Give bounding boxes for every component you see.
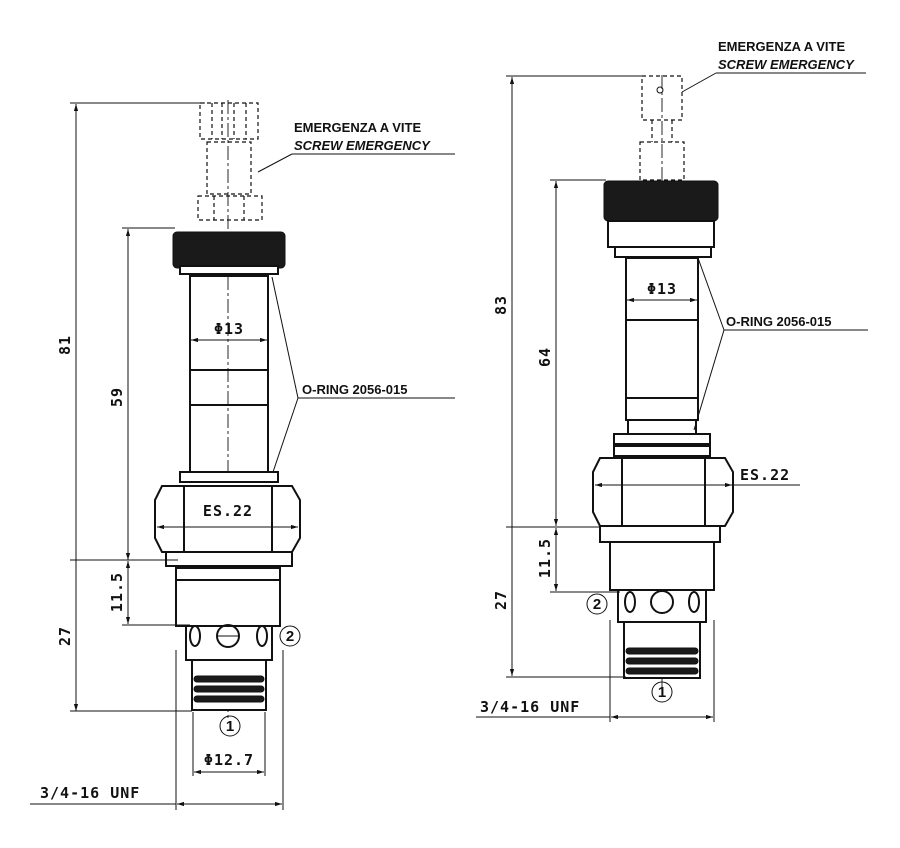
left-screw-emergency (197, 102, 263, 221)
right-thread: 3/4-16 UNF (480, 698, 580, 716)
left-dim-total: 81 (56, 335, 74, 355)
left-port2-circle (279, 625, 301, 647)
left-dim-body: 27 (56, 626, 74, 646)
left-port1-label: 1 (226, 718, 234, 735)
left-stem-tube (189, 275, 269, 473)
right-dia-stem: Φ13 (647, 280, 677, 298)
right-oring-bottom (613, 433, 711, 445)
left-dim-stem: 59 (108, 387, 126, 407)
right-oring-label: O-RING 2056-015 (726, 314, 832, 329)
right-screw-label-en: SCREW EMERGENCY (718, 57, 855, 72)
right-dim-total: 83 (492, 295, 510, 315)
right-hex-size: ES.22 (740, 466, 790, 484)
right-port1-label: 1 (658, 684, 666, 701)
left-hex-size: ES.22 (203, 502, 253, 520)
left-oring-top (179, 265, 279, 275)
right-dim-stem: 64 (536, 347, 554, 367)
left-port1-circle (219, 715, 241, 737)
left-cartridge-body (175, 567, 281, 627)
right-port2-circle (586, 593, 608, 615)
right-port1-circle (651, 681, 673, 703)
right-dim-port: 11.5 (536, 538, 554, 578)
right-hex-body (592, 457, 734, 527)
right-oring-top (614, 246, 712, 258)
right-nut-collar (607, 220, 715, 248)
left-cartridge-view: 81 59 11.5 27 Φ13 ES.22 Φ12.7 3/4-16 UNF (30, 100, 455, 810)
left-port2-label: 2 (286, 628, 294, 645)
right-knurled-nut (603, 180, 719, 222)
right-dim-body: 27 (492, 590, 510, 610)
right-port2-label: 2 (593, 596, 601, 613)
left-screw-label-en: SCREW EMERGENCY (294, 138, 431, 153)
right-port2-section (617, 589, 707, 623)
right-screw-emergency (639, 75, 685, 181)
right-cartridge-view: 83 64 11.5 27 Φ13 ES.22 3/4-16 UNF 1 2 (476, 39, 868, 722)
left-dim-port: 11.5 (108, 572, 126, 612)
left-thread: 3/4-16 UNF (40, 784, 140, 802)
left-dia-bottom: Φ12.7 (204, 751, 254, 769)
left-hex-seat (165, 551, 293, 567)
right-port-hole (650, 590, 674, 614)
right-stem-neck (627, 419, 697, 435)
right-stem-tube (625, 257, 699, 421)
left-dia-stem: Φ13 (214, 320, 244, 338)
right-hex-seat (599, 525, 721, 543)
left-oring-label: O-RING 2056-015 (302, 382, 408, 397)
left-oring-bottom (179, 471, 279, 483)
left-knurled-nut (172, 231, 286, 269)
right-screw-label-it: EMERGENZA A VITE (718, 39, 845, 54)
right-cartridge-body (609, 541, 715, 591)
left-screw-label-it: EMERGENZA A VITE (294, 120, 421, 135)
